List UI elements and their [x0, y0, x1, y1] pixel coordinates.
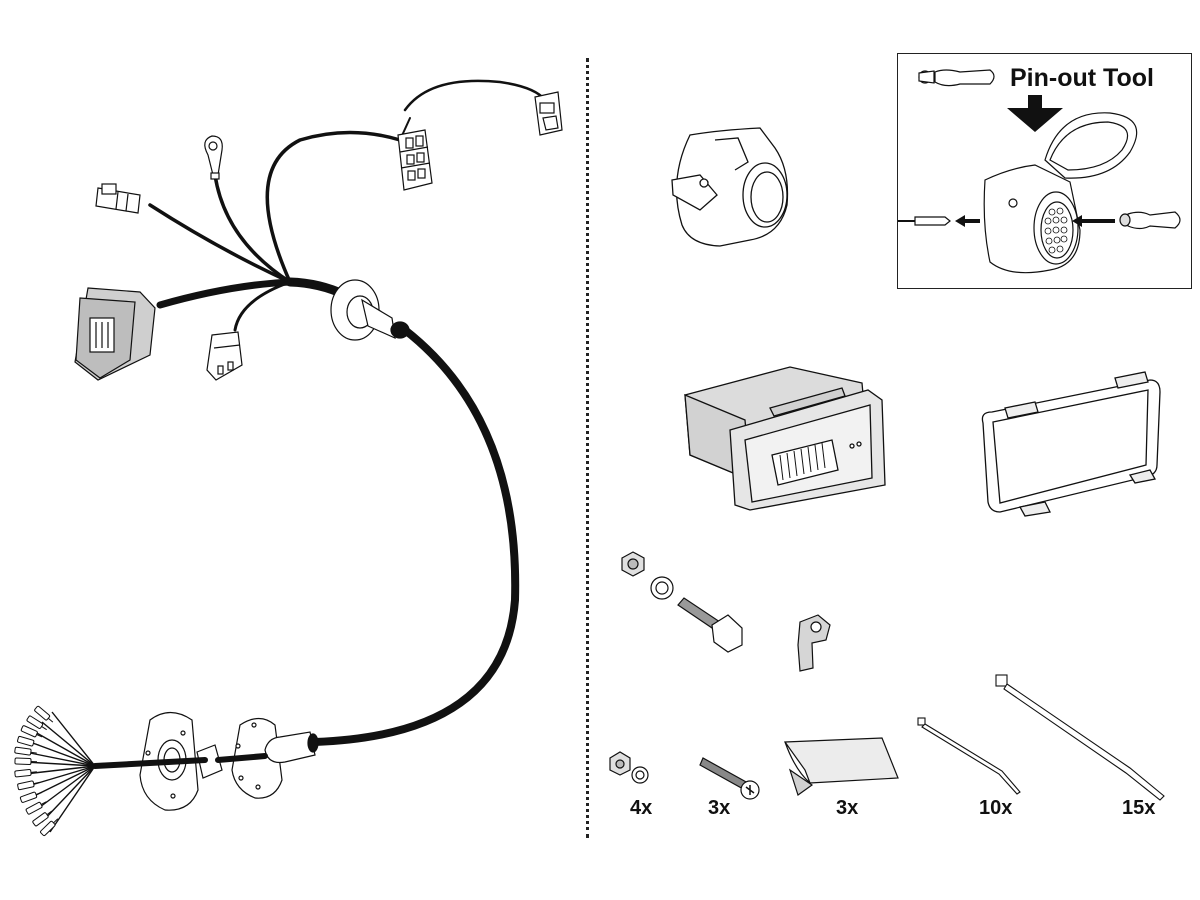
pinout-tool-icon: [918, 69, 995, 87]
pin-extracted: [897, 216, 951, 226]
cable-through-plates: [92, 753, 268, 769]
connector-left: [95, 183, 141, 214]
nut-and-washer: [609, 751, 649, 784]
small-cable-tie: [917, 717, 1021, 795]
panel-divider: [586, 58, 589, 838]
ring-terminal: [204, 135, 223, 180]
large-cable-tie: [995, 674, 1165, 801]
connector-large-gray: [74, 287, 156, 381]
connector-small-top: [534, 91, 563, 136]
connector-lower: [206, 331, 243, 381]
pin-terminals: [14, 705, 96, 837]
pinout-tool-panel: [897, 53, 1192, 289]
qty-label-large-cable-tie: 15x: [1122, 797, 1156, 819]
bolt-nut-washer: [621, 551, 743, 653]
right-arrow-icon: [1072, 215, 1115, 227]
earth-tab: [797, 614, 831, 672]
qty-label-screw: 3x: [708, 797, 731, 819]
left-arrow-icon: [955, 215, 980, 227]
qty-label-small-cable-tie: 10x: [979, 797, 1013, 819]
down-arrow-icon: [1007, 95, 1063, 132]
rubber-grommet: [330, 279, 410, 341]
control-module: [684, 366, 886, 511]
connector-multi-block: [397, 129, 433, 191]
socket-13-pin: [671, 127, 789, 247]
wiring-harness: [148, 79, 547, 746]
screw: [699, 757, 760, 800]
module-bracket: [981, 371, 1161, 517]
pinout-tool-insert: [1119, 211, 1181, 230]
pinout-tool-title: Pin-out Tool: [1010, 64, 1154, 92]
qty-label-nut-and-washer: 4x: [630, 797, 653, 819]
qty-label-adhesive-pad: 3x: [836, 797, 859, 819]
adhesive-pad: [783, 737, 899, 796]
socket-with-lid: [983, 112, 1138, 274]
